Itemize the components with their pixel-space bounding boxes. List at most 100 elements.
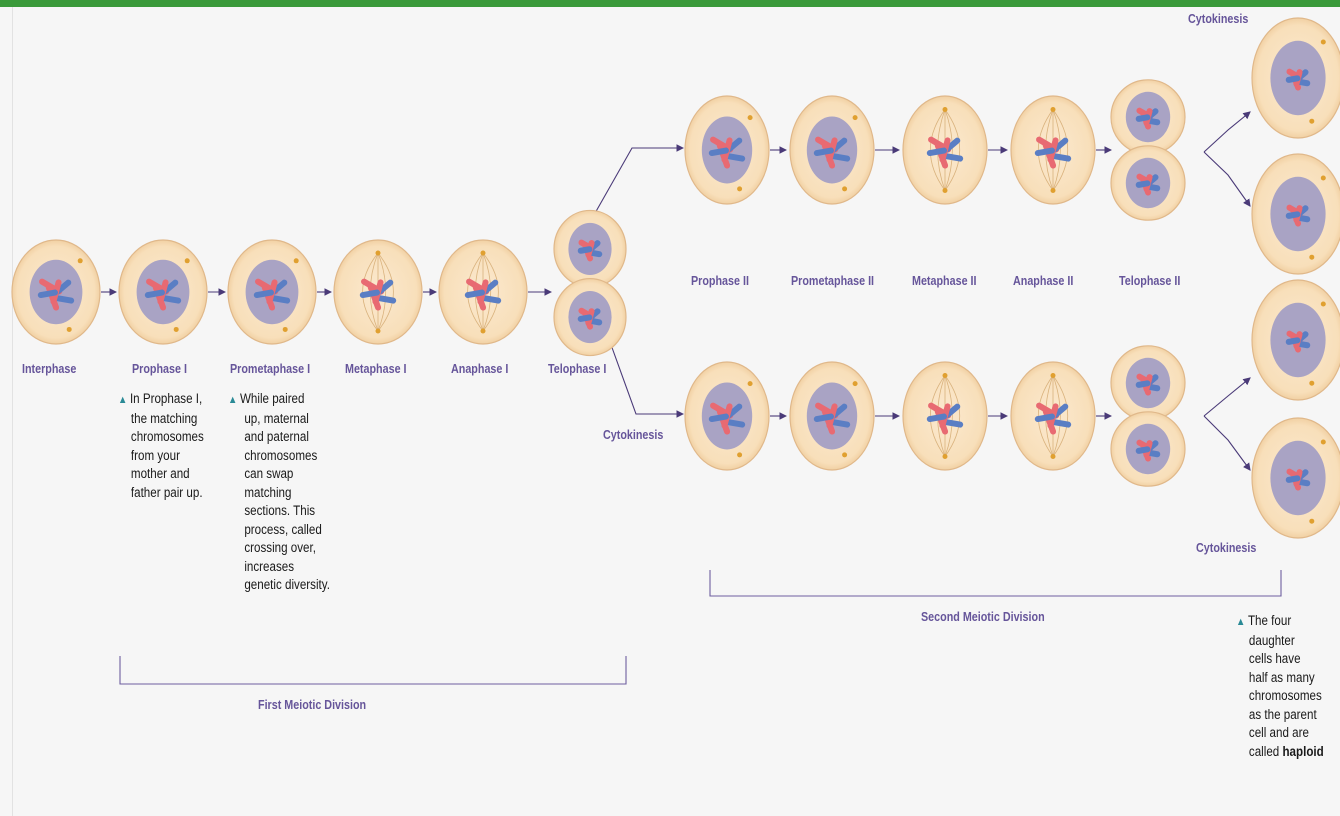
chromosome xyxy=(930,151,944,154)
centrosome xyxy=(78,258,83,263)
centrosome xyxy=(67,327,72,332)
note-line: half as many xyxy=(1236,669,1339,688)
note-line: called haploid xyxy=(1236,743,1339,762)
centrosome xyxy=(376,251,381,256)
first-division-label: First Meiotic Division xyxy=(258,698,366,712)
chromosome xyxy=(831,156,847,159)
chromosome xyxy=(1289,340,1298,342)
chromosome xyxy=(726,156,742,159)
note-triangle-icon: ▲ xyxy=(228,394,237,406)
centrosome xyxy=(1309,381,1314,386)
centrosome xyxy=(1051,188,1056,193)
cytokinesis-label-bottom: Cytokinesis xyxy=(1196,541,1256,555)
centrosome xyxy=(174,327,179,332)
cell-metaphase-2-upper xyxy=(903,96,987,204)
centrosome xyxy=(943,373,948,378)
chromosome xyxy=(1139,449,1148,451)
stage-label-anaphase-1: Anaphase I xyxy=(451,362,508,376)
chromosome xyxy=(726,422,742,425)
stage-label-telophase-2: Telophase II xyxy=(1119,274,1180,288)
centrosome xyxy=(737,452,742,457)
centrosome xyxy=(294,258,299,263)
chromosome xyxy=(581,317,590,319)
chromosome xyxy=(55,298,71,301)
note-line: crossing over, xyxy=(228,539,330,558)
chromosome xyxy=(271,298,287,301)
centrosome xyxy=(943,188,948,193)
chromosome xyxy=(1139,183,1148,185)
chromosome xyxy=(1038,417,1052,420)
chromosome xyxy=(1289,214,1298,216)
note-line: mother and xyxy=(118,465,204,484)
note-line: father pair up. xyxy=(118,484,204,503)
centrosome xyxy=(283,327,288,332)
note-triangle-icon: ▲ xyxy=(118,394,127,406)
centrosome xyxy=(185,258,190,263)
chromosome xyxy=(1052,156,1068,159)
second-division-bracket xyxy=(710,570,1281,596)
cell-prophase-2-upper xyxy=(685,96,769,204)
daughter-cell-3 xyxy=(1252,280,1340,400)
chromosome xyxy=(930,417,944,420)
chromosome xyxy=(712,417,726,420)
centrosome xyxy=(481,329,486,334)
chromosome xyxy=(1139,117,1148,119)
first-division-bracket xyxy=(120,656,626,684)
centrosome xyxy=(748,381,753,386)
cell-anaphase-2-lower xyxy=(1011,362,1095,470)
note-line: chromosomes xyxy=(228,447,330,466)
cell-telophase-2-upper xyxy=(1111,80,1185,220)
centrosome xyxy=(1051,373,1056,378)
centrosome xyxy=(481,251,486,256)
cell-prometaphase-1 xyxy=(228,240,316,344)
arrow-to-daughter-4 xyxy=(1204,416,1250,470)
cell-interphase xyxy=(12,240,100,344)
prophase-note: ▲In Prophase I, the matching chromosomes… xyxy=(118,390,204,502)
note-line: the matching xyxy=(118,410,204,429)
note-line: sections. This xyxy=(228,502,330,521)
note-line: cells have xyxy=(1236,650,1339,669)
cell-metaphase-2-lower xyxy=(903,362,987,470)
daughter-cell-1 xyxy=(1252,18,1340,138)
chromosome xyxy=(1052,422,1068,425)
note-line: In Prophase I, xyxy=(130,391,202,406)
centrosome xyxy=(1309,255,1314,260)
cell-telophase-1 xyxy=(554,210,626,355)
note-line: chromosomes xyxy=(1236,687,1339,706)
note-triangle-icon: ▲ xyxy=(1236,616,1245,628)
note-line: from your xyxy=(118,447,204,466)
note-line: up, maternal xyxy=(228,410,330,429)
note-line: can swap xyxy=(228,465,330,484)
centrosome xyxy=(1321,176,1326,181)
stage-label-interphase: Interphase xyxy=(22,362,76,376)
cell-metaphase-1 xyxy=(334,240,422,344)
cell-telophase-2-lower xyxy=(1111,346,1185,486)
haploid-term: haploid xyxy=(1282,744,1323,759)
centrosome xyxy=(1321,302,1326,307)
chromosome xyxy=(831,422,847,425)
note-line: increases xyxy=(228,558,330,577)
cell-anaphase-1 xyxy=(439,240,527,344)
stage-label-prometaphase-1: Prometaphase I xyxy=(230,362,310,376)
arrow-to-daughter-1 xyxy=(1204,112,1250,152)
cell-prometaphase-2-upper xyxy=(790,96,874,204)
centrosome xyxy=(853,115,858,120)
chromosome xyxy=(944,156,960,159)
centrosome xyxy=(1309,519,1314,524)
note-line: The four xyxy=(1248,613,1291,628)
note-line: process, called xyxy=(228,521,330,540)
chromosome xyxy=(363,293,377,296)
chromosome xyxy=(1289,78,1298,80)
note-line: While paired xyxy=(240,391,305,406)
chromosome xyxy=(817,417,831,420)
daughter-cell-2 xyxy=(1252,154,1340,274)
stage-label-anaphase-2: Anaphase II xyxy=(1013,274,1073,288)
chromosome xyxy=(712,151,726,154)
centrosome xyxy=(842,452,847,457)
chromosome xyxy=(581,249,590,251)
note-line: matching xyxy=(228,484,330,503)
note-line: genetic diversity. xyxy=(228,576,330,595)
chromosome xyxy=(257,293,271,296)
chromosome xyxy=(162,298,178,301)
branch-arrow-lower xyxy=(610,342,683,414)
